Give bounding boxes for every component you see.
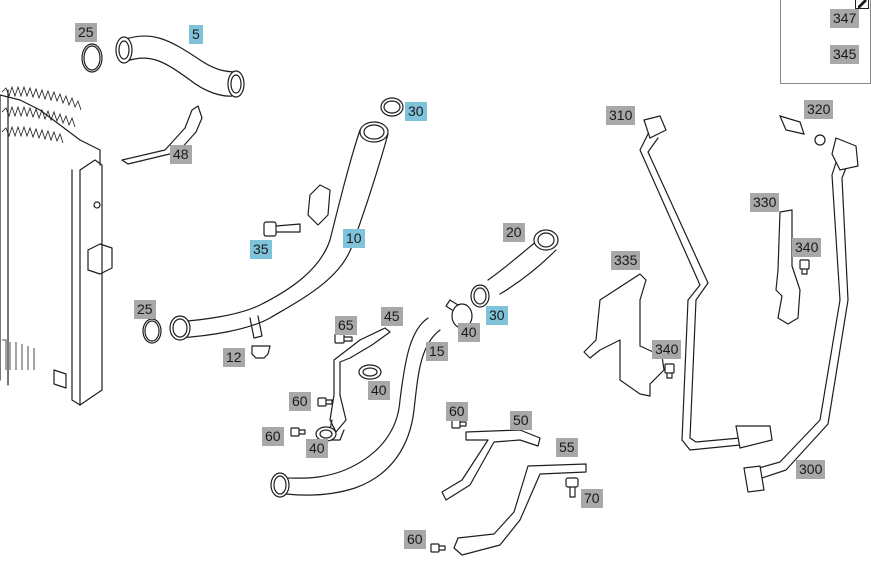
connector-320 (778, 115, 826, 146)
pipe-300 (743, 137, 859, 493)
clamp-40-mid (445, 299, 473, 329)
callout-60-a[interactable]: 60 (289, 392, 311, 411)
callout-50[interactable]: 50 (510, 411, 532, 430)
bolt-60-c (451, 419, 467, 429)
callout-320[interactable]: 320 (804, 100, 834, 119)
bracket-48 (121, 105, 203, 165)
callout-10[interactable]: 10 (343, 229, 365, 248)
callout-35[interactable]: 35 (250, 240, 272, 259)
callout-25-top[interactable]: 25 (75, 23, 97, 42)
o-ring-25-bottom (142, 318, 162, 344)
bracket-335 (583, 273, 665, 397)
callout-335[interactable]: 335 (611, 251, 641, 270)
callout-65[interactable]: 65 (335, 316, 357, 335)
hose-20 (487, 229, 559, 295)
callout-25-bottom[interactable]: 25 (134, 300, 156, 319)
callout-60-b[interactable]: 60 (262, 427, 284, 446)
clamp-30-mid (470, 284, 490, 308)
callout-55[interactable]: 55 (556, 438, 578, 457)
bolt-35 (263, 221, 301, 237)
legend-label-345[interactable]: 345 (830, 45, 860, 64)
hose-10 (169, 121, 389, 341)
bracket-330 (775, 209, 801, 325)
bolt-60-a (317, 397, 333, 407)
legend-label-347[interactable]: 347 (830, 9, 860, 28)
bolt-340-a (799, 259, 810, 275)
bolt-60-d (430, 543, 446, 553)
callout-310[interactable]: 310 (606, 106, 636, 125)
callout-60-d[interactable]: 60 (404, 530, 426, 549)
clamp-30-top (380, 97, 404, 117)
callout-340-b[interactable]: 340 (652, 340, 682, 359)
pipe-310 (639, 115, 773, 451)
callout-70[interactable]: 70 (581, 489, 603, 508)
bolt-70 (565, 477, 579, 498)
callout-48[interactable]: 48 (170, 145, 192, 164)
bolt-65 (334, 333, 353, 344)
callout-40-upper[interactable]: 40 (368, 381, 390, 400)
callout-30-top[interactable]: 30 (405, 102, 427, 121)
callout-300[interactable]: 300 (796, 460, 826, 479)
callout-40-mid[interactable]: 40 (458, 323, 480, 342)
edit-icon[interactable] (855, 0, 869, 9)
bolt-340-b (664, 363, 675, 379)
o-ring-25-top (81, 43, 103, 73)
callout-45[interactable]: 45 (381, 307, 403, 326)
clamp-40-upper (358, 364, 382, 380)
bracket-55 (453, 463, 587, 556)
callout-340-a[interactable]: 340 (792, 238, 822, 257)
hose-15 (270, 317, 441, 498)
callout-330[interactable]: 330 (750, 193, 780, 212)
callout-12[interactable]: 12 (223, 348, 245, 367)
bracket-50 (441, 429, 541, 501)
callout-15[interactable]: 15 (426, 342, 448, 361)
callout-40-lower[interactable]: 40 (306, 439, 328, 458)
bolt-60-b (290, 427, 306, 437)
callout-60-c[interactable]: 60 (446, 402, 468, 421)
radiator (0, 85, 113, 406)
hose-5 (115, 35, 245, 98)
callout-30-mid[interactable]: 30 (486, 306, 508, 325)
grommet-12 (251, 345, 271, 359)
callout-20[interactable]: 20 (503, 223, 525, 242)
callout-5[interactable]: 5 (189, 25, 203, 44)
